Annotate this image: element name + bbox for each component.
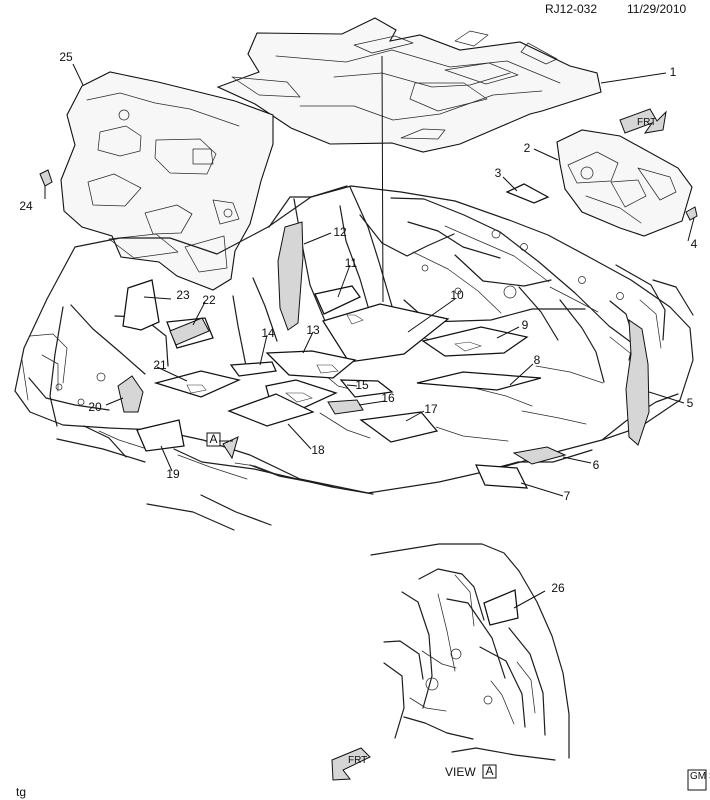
diagram-header: RJ12-032 11/29/2010 xyxy=(545,2,686,16)
floor-mat-leader xyxy=(381,55,384,303)
part-6 xyxy=(512,446,567,465)
forward-arrow-bottom: FRT xyxy=(331,747,371,781)
part-24 xyxy=(39,169,53,187)
callout-22: 22 xyxy=(202,293,216,307)
forward-arrow-top: FRT xyxy=(619,108,667,134)
forward-label-bottom: FRT xyxy=(348,755,367,766)
callout-5: 5 xyxy=(687,396,694,410)
pad-3 xyxy=(505,183,550,204)
pad-13 xyxy=(265,350,357,379)
footer-tag: tg xyxy=(16,785,26,799)
diagram-footer: tg VIEW A GM Spo xyxy=(16,764,710,799)
callout-25: 25 xyxy=(59,50,73,64)
callout-16: 16 xyxy=(381,391,395,405)
pad-17 xyxy=(359,411,439,443)
callout-14: 14 xyxy=(261,326,275,340)
callout-13: 13 xyxy=(306,323,320,337)
callout-24: 24 xyxy=(19,199,33,213)
callout-9: 9 xyxy=(522,318,529,332)
diagram-date: 11/29/2010 xyxy=(627,2,686,16)
dash-insulator xyxy=(60,71,274,291)
callout-1: 1 xyxy=(670,65,677,79)
floor-insulation-mat xyxy=(216,17,602,153)
callout-21: 21 xyxy=(153,358,167,372)
solid-parts xyxy=(39,169,698,465)
gm-logo-text: GM Spo xyxy=(690,771,710,782)
pad-23 xyxy=(122,279,160,331)
callout-10: 10 xyxy=(450,288,464,302)
pad-11 xyxy=(314,285,361,315)
callout-leaders xyxy=(44,63,695,609)
pad-7 xyxy=(474,464,529,489)
callout-11: 11 xyxy=(345,256,358,270)
callout-2: 2 xyxy=(524,141,531,155)
pad-19 xyxy=(136,419,185,452)
callout-8: 8 xyxy=(534,353,541,367)
part-20 xyxy=(117,375,144,413)
callout-labels: 1 2 3 4 5 6 7 8 9 10 11 12 13 14 15 16 1… xyxy=(19,50,697,595)
callout-6: 6 xyxy=(593,458,600,472)
pad-10 xyxy=(322,303,450,363)
pad-14 xyxy=(229,361,277,377)
callout-7: 7 xyxy=(564,489,571,503)
callout-19: 19 xyxy=(166,467,180,481)
part-12 xyxy=(277,221,304,331)
forward-label-top: FRT xyxy=(637,117,656,128)
upper-dash-panel xyxy=(556,129,693,237)
pad-15b xyxy=(339,379,394,398)
view-marker-letter: A xyxy=(209,432,217,446)
callout-3: 3 xyxy=(495,166,502,180)
part-16 xyxy=(327,399,364,415)
callout-15: 15 xyxy=(355,378,369,392)
pad-26 xyxy=(483,589,519,626)
view-label: VIEW xyxy=(445,765,476,779)
pad-8 xyxy=(416,371,542,391)
callout-4: 4 xyxy=(691,237,698,251)
callout-23: 23 xyxy=(176,288,190,302)
part-5 xyxy=(625,319,650,446)
callout-26: 26 xyxy=(551,581,565,595)
callout-17: 17 xyxy=(424,402,438,416)
pad-18 xyxy=(227,393,315,427)
diagram-code: RJ12-032 xyxy=(545,2,597,16)
pad-21 xyxy=(153,370,241,398)
view-letter: A xyxy=(485,764,493,778)
view-a-detail xyxy=(370,543,570,761)
part-22-block xyxy=(169,317,210,346)
callout-12: 12 xyxy=(333,225,347,239)
view-marker-main: A xyxy=(206,432,239,460)
callout-18: 18 xyxy=(311,443,325,457)
callout-20: 20 xyxy=(88,400,102,414)
pad-9 xyxy=(421,326,529,357)
part-4 xyxy=(685,206,698,221)
